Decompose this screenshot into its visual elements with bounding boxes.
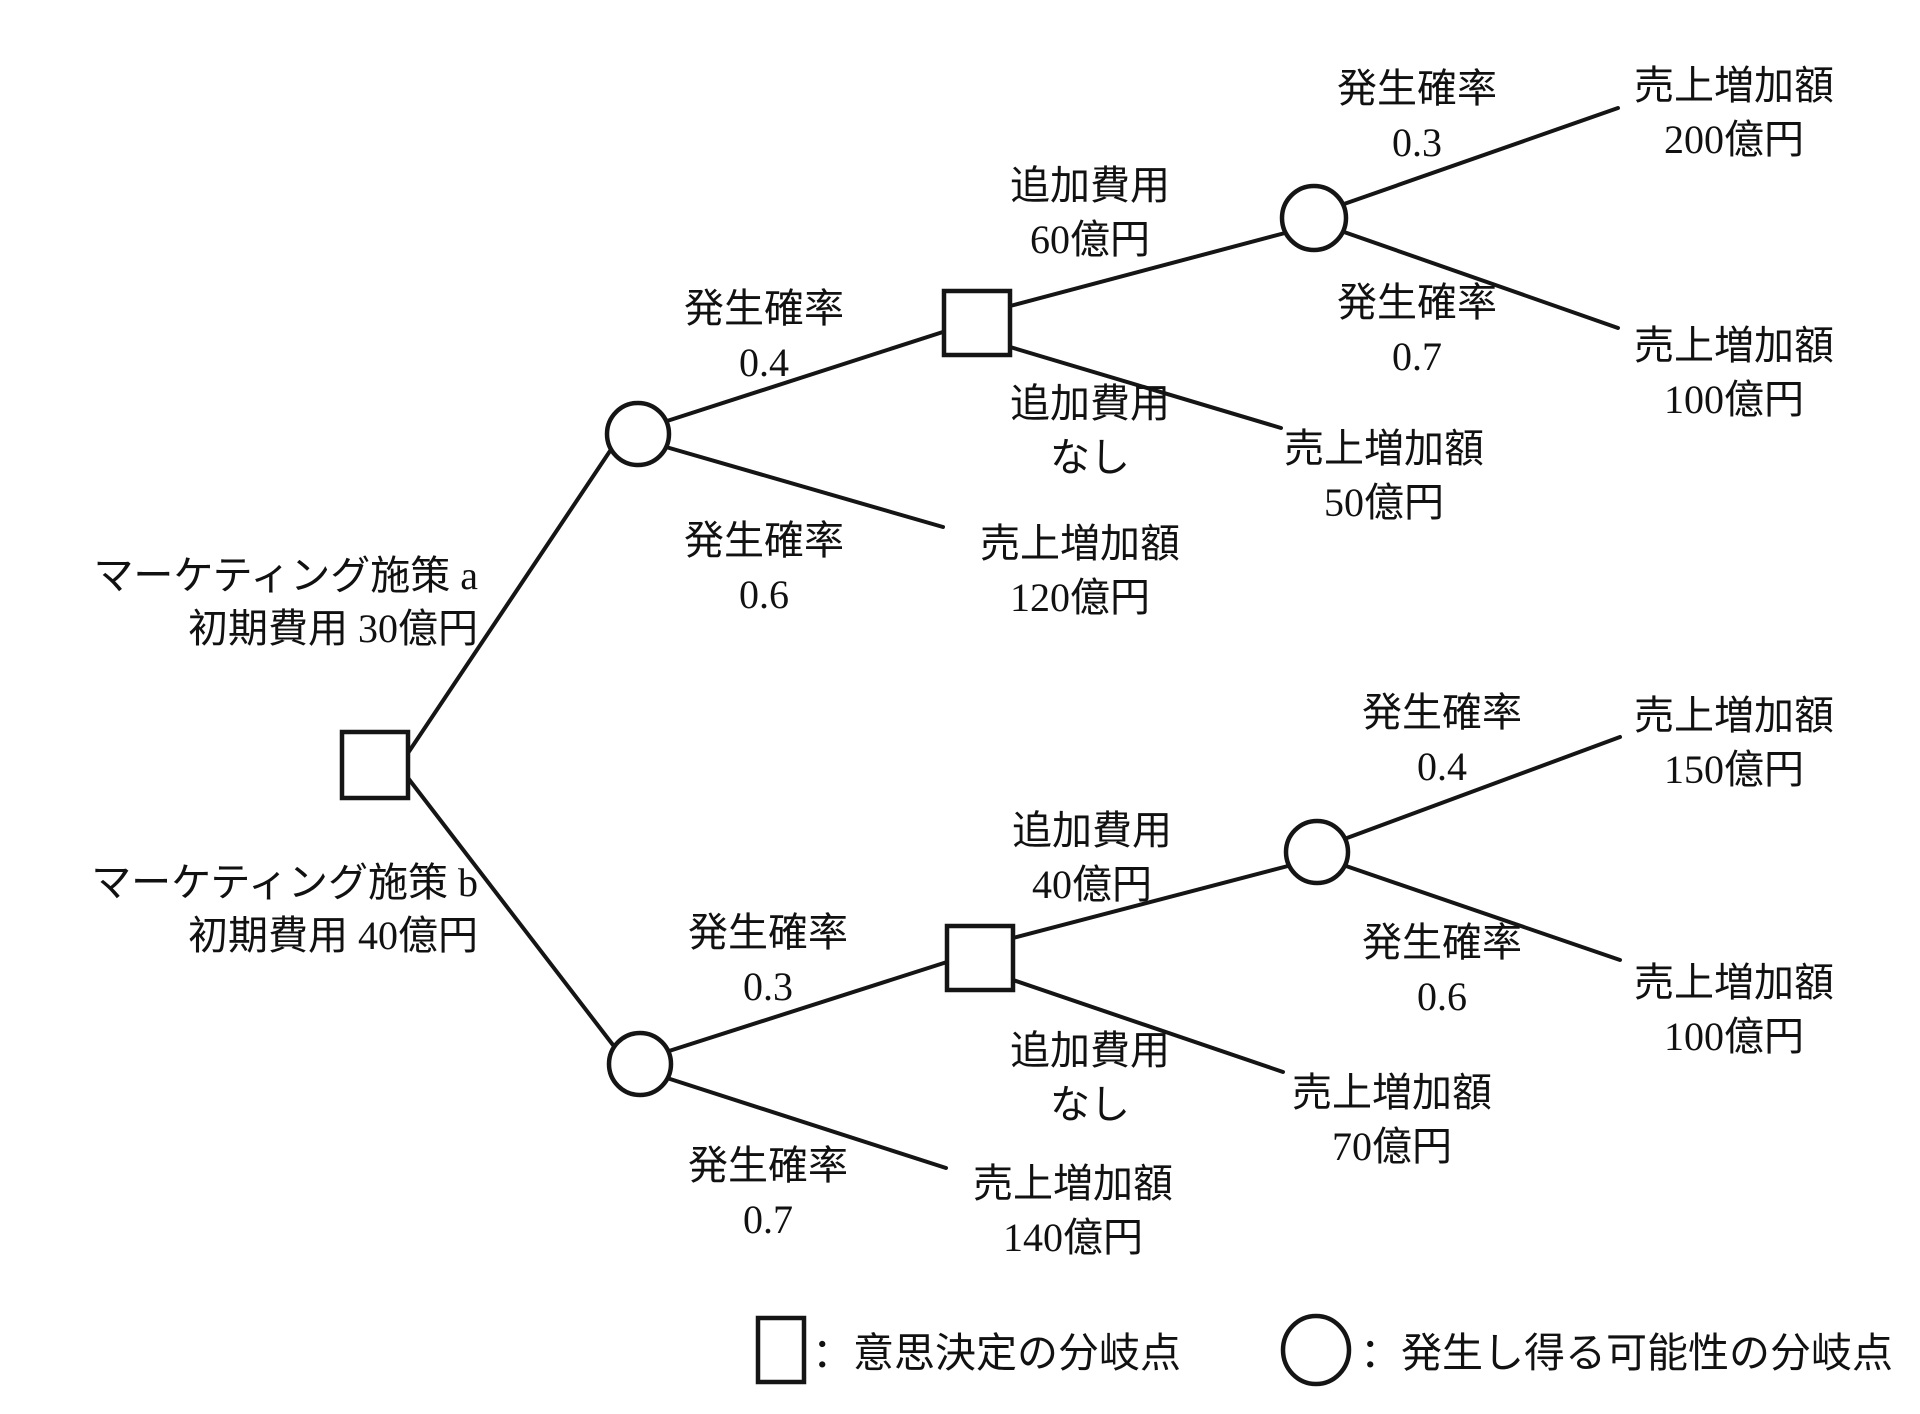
prob-value: 0.3 (1392, 120, 1442, 165)
prob-a-high-label: 発生確率 0.4 (684, 282, 844, 390)
addcost-value: 60億円 (1030, 217, 1150, 262)
addcost-caption: 追加費用 (1010, 163, 1170, 208)
outcome-b-low-label: 売上増加額 140億円 (973, 1157, 1173, 1265)
outcome-caption: 売上増加額 (1634, 960, 1834, 1005)
chance-node-a2 (1279, 183, 1349, 253)
legend-chance-circle-icon (1280, 1313, 1352, 1387)
outcome-value: 100億円 (1664, 1014, 1804, 1059)
addcost-b-label: 追加費用 40億円 (1012, 804, 1172, 912)
outcome-b-nocost-label: 売上増加額 70億円 (1292, 1066, 1492, 1174)
prob-a-low-label: 発生確率 0.6 (684, 514, 844, 622)
outcome-value: 100億円 (1664, 377, 1804, 422)
prob-value: 0.6 (739, 572, 789, 617)
option-a-label: マーケティング施策 a 初期費用 30億円 (93, 549, 478, 655)
edge-decision-a-addcost (1008, 231, 1287, 308)
edge-chance-b-to-decision (667, 960, 949, 1053)
option-b-cost: 初期費用 40億円 (188, 913, 478, 958)
prob-b2-low-label: 発生確率 0.6 (1362, 916, 1522, 1024)
edge-chance-b-low-outcome (665, 1076, 948, 1170)
outcome-caption: 売上増加額 (1634, 63, 1834, 108)
prob-caption: 発生確率 (1362, 920, 1522, 965)
nocost-a-label: 追加費用 なし (1010, 377, 1170, 485)
option-b-label: マーケティング施策 b 初期費用 40億円 (91, 856, 478, 962)
chance-node-a (604, 400, 672, 468)
prob-b-low-label: 発生確率 0.7 (688, 1139, 848, 1247)
edge-chance-a2-high (1342, 106, 1620, 206)
option-b-name: マーケティング施策 b (91, 860, 478, 905)
outcome-a2-low-label: 売上増加額 100億円 (1634, 319, 1834, 427)
prob-caption: 発生確率 (688, 1143, 848, 1188)
edge-decision-b-nocost (1011, 978, 1285, 1074)
prob-a2-high-label: 発生確率 0.3 (1337, 62, 1497, 170)
prob-value: 0.3 (743, 964, 793, 1009)
option-a-cost: 初期費用 30億円 (188, 606, 478, 651)
edge-root-to-chance-a (406, 449, 612, 755)
edge-decision-a-nocost (1008, 345, 1283, 430)
nocost-value: なし (1050, 435, 1130, 480)
edge-chance-b2-low (1344, 864, 1622, 962)
addcost-value: 40億円 (1032, 862, 1152, 907)
edge-chance-b2-high (1345, 735, 1622, 840)
prob-caption: 発生確率 (1337, 66, 1497, 111)
outcome-a2-high-label: 売上増加額 200億円 (1634, 59, 1834, 167)
prob-value: 0.7 (743, 1197, 793, 1242)
prob-caption: 発生確率 (688, 910, 848, 955)
legend-decision-label: ：意思決定の分岐点 (812, 1330, 1181, 1376)
outcome-value: 200億円 (1664, 117, 1804, 162)
decision-node-b (944, 923, 1016, 993)
nocost-caption: 追加費用 (1010, 1028, 1170, 1073)
prob-value: 0.4 (1417, 744, 1467, 789)
edge-chance-a-low-outcome (664, 445, 945, 529)
edge-chance-a2-low (1342, 230, 1620, 330)
outcome-value: 70億円 (1332, 1124, 1452, 1169)
outcome-a-nocost-label: 売上増加額 50億円 (1284, 422, 1484, 530)
legend-decision-square-icon (755, 1315, 807, 1385)
nocost-b-label: 追加費用 なし (1010, 1024, 1170, 1132)
outcome-value: 150億円 (1664, 747, 1804, 792)
edge-decision-b-addcost (1011, 864, 1290, 940)
outcome-caption: 売上増加額 (1292, 1070, 1492, 1115)
addcost-a-label: 追加費用 60億円 (1010, 159, 1170, 267)
nocost-value: なし (1050, 1082, 1130, 1127)
outcome-b2-high-label: 売上増加額 150億円 (1634, 689, 1834, 797)
outcome-value: 120億円 (1010, 575, 1150, 620)
prob-value: 0.6 (1417, 974, 1467, 1019)
prob-value: 0.4 (739, 340, 789, 385)
addcost-caption: 追加費用 (1012, 808, 1172, 853)
edge-chance-a-to-decision (665, 329, 948, 423)
outcome-value: 50億円 (1324, 480, 1444, 525)
option-a-name: マーケティング施策 a (93, 553, 478, 598)
outcome-b2-low-label: 売上増加額 100億円 (1634, 956, 1834, 1064)
prob-b-high-label: 発生確率 0.3 (688, 906, 848, 1014)
prob-caption: 発生確率 (1362, 690, 1522, 735)
outcome-caption: 売上増加額 (1634, 323, 1834, 368)
prob-caption: 発生確率 (684, 286, 844, 331)
prob-caption: 発生確率 (684, 518, 844, 563)
prob-value: 0.7 (1392, 334, 1442, 379)
chance-node-b2 (1283, 818, 1351, 886)
legend-chance-label: ：発生し得る可能性の分岐点 (1360, 1330, 1893, 1376)
prob-caption: 発生確率 (1337, 280, 1497, 325)
outcome-caption: 売上増加額 (973, 1161, 1173, 1206)
nocost-caption: 追加費用 (1010, 381, 1170, 426)
decision-node-root (339, 729, 411, 801)
edge-root-to-chance-b (406, 776, 615, 1047)
outcome-caption: 売上増加額 (980, 521, 1180, 566)
prob-b2-high-label: 発生確率 0.4 (1362, 686, 1522, 794)
chance-node-b (606, 1030, 674, 1098)
prob-a2-low-label: 発生確率 0.7 (1337, 276, 1497, 384)
outcome-caption: 売上増加額 (1634, 693, 1834, 738)
outcome-caption: 売上増加額 (1284, 426, 1484, 471)
outcome-value: 140億円 (1003, 1215, 1143, 1260)
decision-node-a (941, 288, 1013, 358)
outcome-a-low-label: 売上増加額 120億円 (980, 517, 1180, 625)
